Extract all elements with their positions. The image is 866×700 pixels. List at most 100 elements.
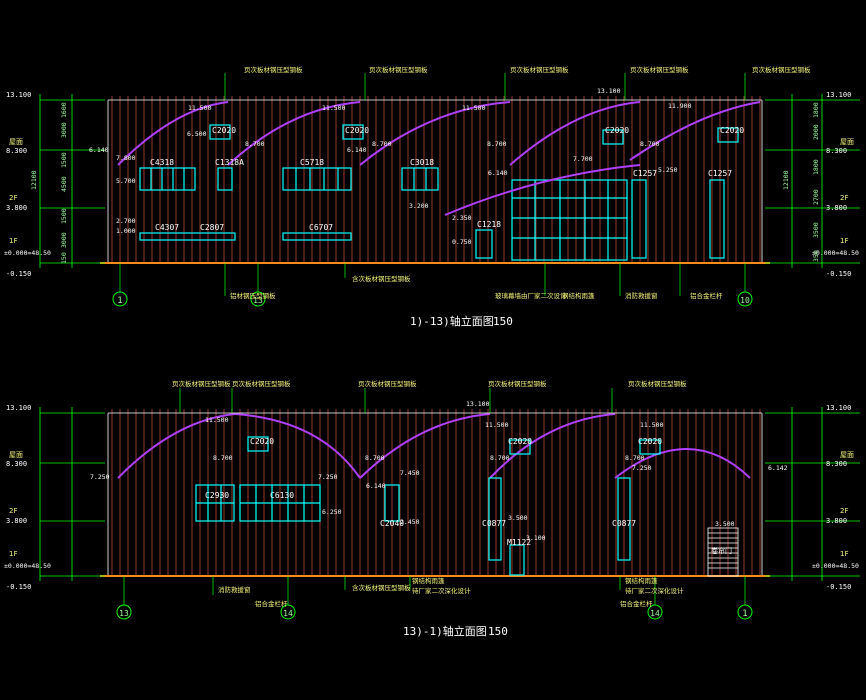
e2-misc-5: 6.250 [322, 508, 342, 516]
elevation-1-curtain-wall [444, 164, 641, 261]
e2-tag-c2930: C2930 [205, 491, 229, 500]
axis-2-end-label: 1 [742, 609, 747, 619]
elevation-1-right-ruler [765, 94, 860, 268]
e2-level-name-1f-left: 1F [9, 550, 17, 558]
e1-base-right: ±0.000=48.50 [812, 249, 859, 257]
axis-1-end-label: 10 [740, 296, 750, 305]
e1-right-dims: 1800 2000 1800 2700 3500 350 12100 [782, 102, 820, 262]
e1-bottom-note: 含次板材钢压型钢板 [352, 274, 411, 283]
e1-level-name-1f-right: 1F [840, 237, 848, 245]
e1-level1-3: 2.350 [452, 214, 472, 222]
e1-note-top-4: 页次板材钢压型钢板 [630, 65, 689, 74]
e1-note-top-5: 页次板材钢压型钢板 [752, 65, 811, 74]
e2-misc-1: 7.250 [90, 473, 110, 481]
e1-dim-right-6: 350 [812, 250, 820, 262]
e2-arc-mid-2: 8.700 [365, 454, 385, 462]
e1-level1-4: 0.750 [452, 238, 472, 246]
e1-tag-c4307: C4307 [155, 223, 179, 232]
e1-arc-level-4: 13.100 [597, 87, 621, 95]
e1-note-bottom-2: 玻璃幕墙由厂家二次设计 [495, 291, 567, 300]
e2-misc-6: 2.450 [400, 518, 420, 526]
e1-scale: 150 [493, 315, 513, 328]
e1-tag-c2020-2: C2020 [345, 126, 369, 135]
e1-misc-level-3: 6.500 [187, 130, 207, 138]
e2-top-notes: 页次板材钢压型钢板 页次板材钢压型钢板 页次板材钢压型钢板 页次板材钢压型钢板 … [172, 379, 687, 388]
e2-note-bottom-1: 消防救援窗 [218, 585, 251, 594]
e1-misc-level-7: 6.140 [488, 169, 508, 177]
e1-tag-c1257-2: C1257 [708, 169, 732, 178]
e1-note-bottom-4: 消防救援窗 [625, 291, 658, 300]
e1-level1-1: 2.700 [116, 217, 136, 225]
e2-title-block: 13)-1)轴立面图 150 [403, 624, 508, 638]
e1-tag-c2020-3: C2020 [605, 126, 629, 135]
e1-misc-level-1: 6.140 [89, 146, 109, 154]
e1-level-8300-left: 8.300 [6, 147, 27, 155]
e1-tag-c2807: C2807 [200, 223, 224, 232]
e2-note-top-2: 页次板材钢压型钢板 [232, 379, 291, 388]
elevation-2-right-ruler [765, 407, 860, 581]
e1-note-bottom-5: 铝合金栏杆 [690, 291, 723, 300]
e1-arc-level-2: 11.500 [322, 104, 346, 112]
e2-misc-2: 7.250 [318, 473, 338, 481]
e2-note-bottom-2: 铝合金栏杆 [255, 599, 288, 608]
e1-arc-mid-2: 8.700 [372, 140, 392, 148]
e2-arc-level-1: 11.500 [205, 416, 229, 424]
e1-level-name-2f-right: 2F [840, 194, 848, 202]
elevation-1-roof-arcs [117, 101, 761, 166]
e2-misc-4: 6.140 [366, 482, 386, 490]
elevation-2-left-ruler [39, 407, 105, 581]
e2-level-name-roof-left: 屋面 [9, 451, 23, 459]
e1-misc-level-6: 6.140 [347, 146, 367, 154]
e1-dim-left-total: 12100 [30, 170, 38, 190]
e1-note-top-3: 页次板材钢压型钢板 [510, 65, 569, 74]
e2-misc-12: 6.142 [768, 464, 788, 472]
e1-level1-2: 1.000 [116, 227, 136, 235]
e2-note-bottom-5: 钢结构雨篷 [625, 576, 658, 585]
e1-arc-level-1: 11.500 [188, 104, 212, 112]
e1-dim-left-6: 3000 [60, 232, 68, 248]
e1-misc-level-5: 7.800 [116, 154, 136, 162]
e1-misc-level-4: 3.200 [409, 202, 429, 210]
e1-tag-c3018: C3018 [410, 158, 434, 167]
e2-arc-mid-3: 8.700 [490, 454, 510, 462]
e2-scale: 150 [488, 625, 508, 638]
e1-base-left: ±0.000=48.50 [4, 249, 51, 257]
e2-tag-m1122: M1122 [507, 538, 531, 547]
e2-level-3800-left: 3.800 [6, 517, 27, 525]
e1-dim-right-1: 1800 [812, 102, 820, 118]
e2-level-name-2f-right: 2F [840, 507, 848, 515]
e2-note-top-5: 页次板材钢压型钢板 [628, 379, 687, 388]
axis-1-start-label: 1 [117, 296, 122, 306]
e2-arc-mid-1: 8.700 [213, 454, 233, 462]
e1-level-3800-right: 3.800 [826, 204, 847, 212]
elevation-2: 卷帘门 [4, 379, 860, 638]
e1-top-notes: 页次板材钢压型钢板 页次板材钢压型钢板 页次板材钢压型钢板 页次板材钢压型钢板 … [244, 65, 811, 74]
e1-level-name-1f-left: 1F [9, 237, 17, 245]
e2-note-top-4: 页次板材钢压型钢板 [488, 379, 547, 388]
elevation-1-outline [107, 99, 763, 263]
e1-tag-c1318a: C1318A [215, 158, 244, 167]
e2-level-8300-right: 8.300 [826, 460, 847, 468]
e1-misc-level-8: 7.700 [573, 155, 593, 163]
e1-tag-c4318: C4318 [150, 158, 174, 167]
e2-level-neg-left: -0.150 [6, 583, 31, 591]
e1-dim-left-1: 1600 [60, 102, 68, 118]
e2-bottom-notes: 消防救援窗 铝合金栏杆 含次板材钢压型钢板 钢结构雨篷 待厂家二次深化设计 钢结… [218, 576, 684, 608]
e2-tag-c2020-1: C2020 [250, 437, 274, 446]
elevation-2-roof-arcs [117, 413, 751, 479]
axis-1-mid-label: 13 [253, 296, 263, 305]
e1-level-8300-right: 8.300 [826, 147, 847, 155]
e1-tag-c5718: C5718 [300, 158, 324, 167]
e1-level1-5: 5.250 [658, 166, 678, 174]
e1-level-roof-right: 13.100 [826, 91, 851, 99]
elevation-2-axis-bubbles [116, 604, 753, 620]
e1-tag-c6707: C6707 [309, 223, 333, 232]
e2-note-bottom-4: 待厂家二次深化设计 [412, 586, 471, 595]
e2-note-bottom-3: 钢结构雨篷 [412, 576, 445, 585]
e2-level-3800-right: 3.800 [826, 517, 847, 525]
e2-level-8300-left: 8.300 [6, 460, 27, 468]
e2-title: 13)-1)轴立面图 [403, 624, 487, 638]
e1-dim-left-3: 1500 [60, 152, 68, 168]
elevation-1: 1 13 10 13.100 屋面 8.300 2F 3.800 1F ±0.0… [4, 65, 860, 328]
